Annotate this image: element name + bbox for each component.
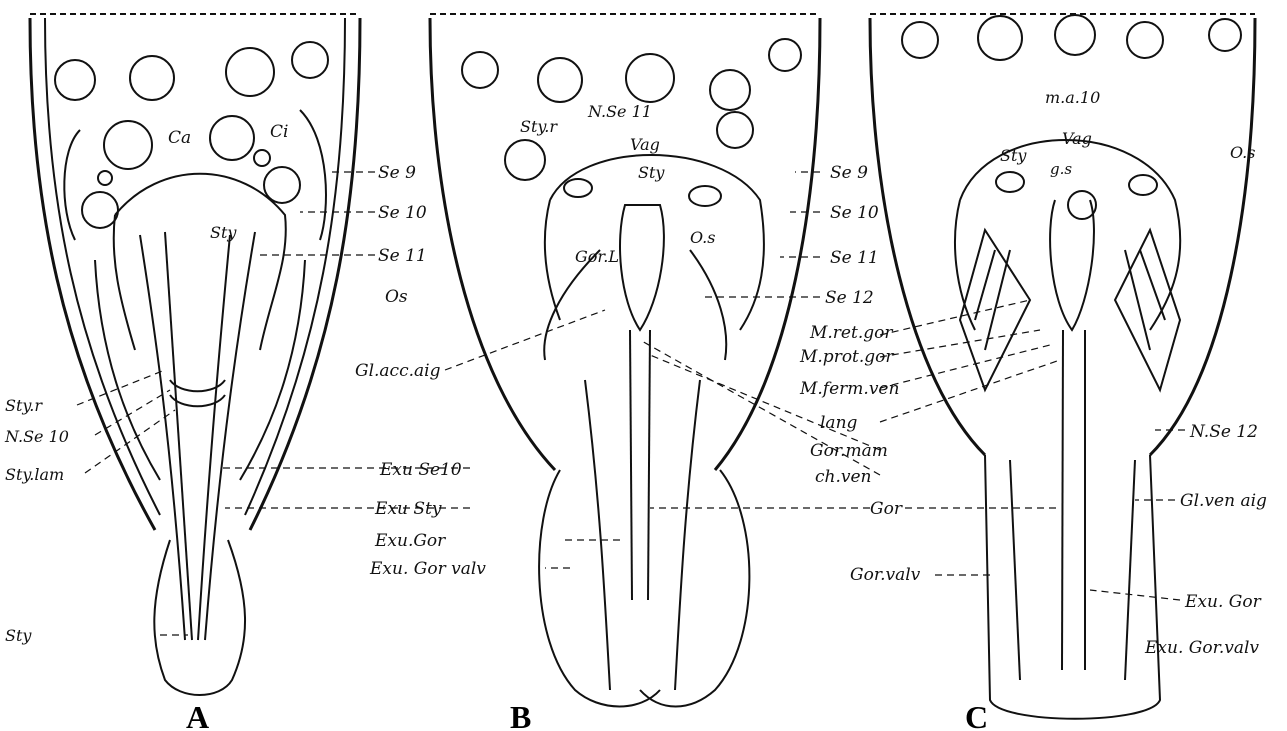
- label-m-ferm-ven: M.ferm.ven: [799, 379, 899, 399]
- label-sty-r-a: Sty.r: [5, 396, 43, 415]
- label-se10-ab: Se 10: [378, 203, 427, 223]
- label-ca: Ca: [168, 128, 191, 148]
- label-lang: lang: [820, 413, 858, 433]
- label-n-se12: N.Se 12: [1189, 422, 1258, 442]
- label-n-se11: N.Se 11: [587, 102, 652, 121]
- label-sty-r-b: Sty.r: [520, 117, 558, 136]
- label-sty-lam: Sty.lam: [5, 465, 64, 484]
- label-se10-bc: Se 10: [830, 203, 879, 223]
- label-sty-a-top: Sty: [210, 223, 237, 242]
- label-se11-ab: Se 11: [378, 246, 427, 266]
- label-sty-a-bottom: Sty: [5, 626, 32, 645]
- label-exu-gor: Exu.Gor: [374, 531, 446, 551]
- label-g-s: g.s: [1050, 160, 1072, 178]
- label-m-prot-gor: M.prot.gor: [799, 347, 894, 367]
- label-m-a10: m.a.10: [1045, 88, 1100, 107]
- label-vag-b: Vag: [630, 135, 660, 154]
- label-exu-gor-valv: Exu. Gor valv: [369, 559, 486, 579]
- panel-a-drawing: [30, 14, 360, 695]
- label-se12: Se 12: [825, 288, 874, 308]
- label-gor-l: Gor.L: [575, 247, 619, 266]
- label-gor: Gor: [870, 499, 903, 519]
- label-ch-ven: ch.ven: [815, 467, 872, 487]
- label-exu-gor-valv-c: Exu. Gor.valv: [1144, 638, 1259, 658]
- label-m-ret-gor: M.ret.gor: [809, 323, 893, 343]
- panel-letter-b: B: [510, 699, 531, 731]
- panel-c-drawing: [870, 14, 1255, 719]
- label-exu-gor-c: Exu. Gor: [1184, 592, 1262, 612]
- label-se9-ab: Se 9: [378, 163, 416, 183]
- label-gl-ven-aig: Gl.ven aig: [1180, 491, 1267, 511]
- label-ci: Ci: [270, 122, 288, 142]
- label-exu-se10: Exu Se10: [379, 460, 462, 480]
- panel-letter-c: C: [965, 699, 988, 731]
- panel-letter-a: A: [186, 699, 209, 731]
- label-n-se10: N.Se 10: [4, 427, 69, 446]
- label-os-b: O.s: [690, 228, 715, 247]
- label-gl-acc-aig: Gl.acc.aig: [355, 361, 441, 381]
- label-se9-bc: Se 9: [830, 163, 868, 183]
- label-exu-sty: Exu Sty: [374, 499, 442, 519]
- label-os-c: O.s: [1230, 143, 1255, 162]
- label-gor-valv: Gor.valv: [850, 565, 921, 585]
- label-gor-mam: Gor.mam: [810, 441, 888, 461]
- label-vag-c: Vag: [1062, 129, 1092, 148]
- label-os-ab: Os: [385, 287, 408, 307]
- label-sty-c: Sty: [1000, 146, 1027, 165]
- label-sty-b: Sty: [638, 163, 665, 182]
- label-se11-bc: Se 11: [830, 248, 879, 268]
